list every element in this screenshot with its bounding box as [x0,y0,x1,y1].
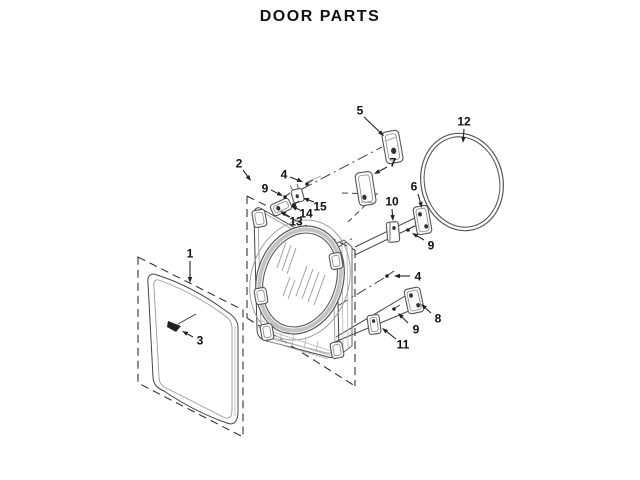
hinge-bracket-11 [366,314,382,335]
callout-leader-2 [242,169,248,177]
hinge-bracket-7 [354,170,377,207]
hinge-bracket-8 [403,286,425,315]
callout-arrowhead-9 [276,191,283,196]
callout-arrowhead-5 [378,130,384,136]
part-number-1: 1 [187,247,194,261]
callout-arrowhead-7 [374,169,381,174]
part-number-9: 9 [262,182,269,196]
part-number-14: 14 [299,207,313,221]
part-number-9: 9 [413,323,420,337]
hinge-bracket-5 [381,129,404,165]
callout-leader-12 [462,128,465,138]
part-number-4: 4 [415,270,422,284]
callout-leader-9 [401,316,409,324]
hinge-bracket-10 [385,221,401,243]
callout-leader-13 [284,213,291,218]
part-number-4: 4 [281,168,288,182]
part-number-12: 12 [457,115,471,129]
callout-leader-9 [270,189,278,194]
part-number-11: 11 [397,338,410,352]
part-number-10: 10 [385,195,399,209]
door-frame-assembly [249,207,353,360]
callout-arrowhead-14 [291,206,298,211]
glass-hatch-lines [276,241,326,306]
outer-door-panel [147,273,239,425]
part-number-6: 6 [411,180,418,194]
panel-screw-3 [167,313,197,332]
door-window [249,219,351,341]
hinge-bracket-6 [412,204,433,236]
callout-arrowhead-10 [390,214,395,221]
callout-leader-7 [379,166,388,172]
callout-leader-9 [416,235,425,241]
callout-arrowhead-12 [461,136,466,143]
part-number-7: 7 [390,156,397,170]
callout-arrowhead-13 [280,211,287,216]
part-number-13: 13 [289,215,303,229]
screw-9-upper-right [406,225,415,232]
screw-9-lower-right [392,304,401,311]
callout-arrowhead-11 [382,328,389,334]
callout-arrowhead-6 [418,201,423,208]
callout-arrowhead-9 [398,313,404,319]
callout-leader-15 [308,199,315,203]
door-gasket [420,132,504,232]
callout-arrowhead-9 [412,233,419,238]
part-number-5: 5 [357,104,364,118]
screw-9-left [283,192,291,199]
callout-leader-11 [386,331,397,340]
callout-arrowhead-3 [182,331,189,336]
callout-arrowhead-4 [394,273,400,279]
callout-leader-4 [289,176,298,181]
screw-4-right [385,270,395,278]
callout-leader-8 [425,307,432,314]
hinge-pin-15 [289,183,305,204]
callout-leader-5 [363,116,381,133]
part-number-9: 9 [428,239,435,253]
door-frame-dashed-boundary [246,195,356,387]
outer-panel-dashed-boundary [137,256,244,438]
callout-leader-10 [391,208,394,216]
callout-leader-6 [417,193,421,203]
part-number-8: 8 [435,312,442,326]
screw-4-top [305,179,314,186]
frame-side-wall [329,239,353,355]
callout-arrowhead-2 [245,174,251,181]
callout-arrowhead-8 [421,304,427,310]
callout-leader-14 [296,207,301,211]
callout-arrowhead-4 [296,177,303,182]
part-number-2: 2 [236,157,243,171]
callout-leader-3 [187,333,194,338]
part-number-15: 15 [313,200,327,214]
diagram-title: DOOR PARTS [259,8,381,25]
part-number-3: 3 [197,334,204,348]
frame-corner-pads [251,208,345,359]
callout-arrowhead-15 [303,197,310,203]
hinge-screw-14 [292,200,300,207]
callout-arrowhead-1 [187,277,193,283]
